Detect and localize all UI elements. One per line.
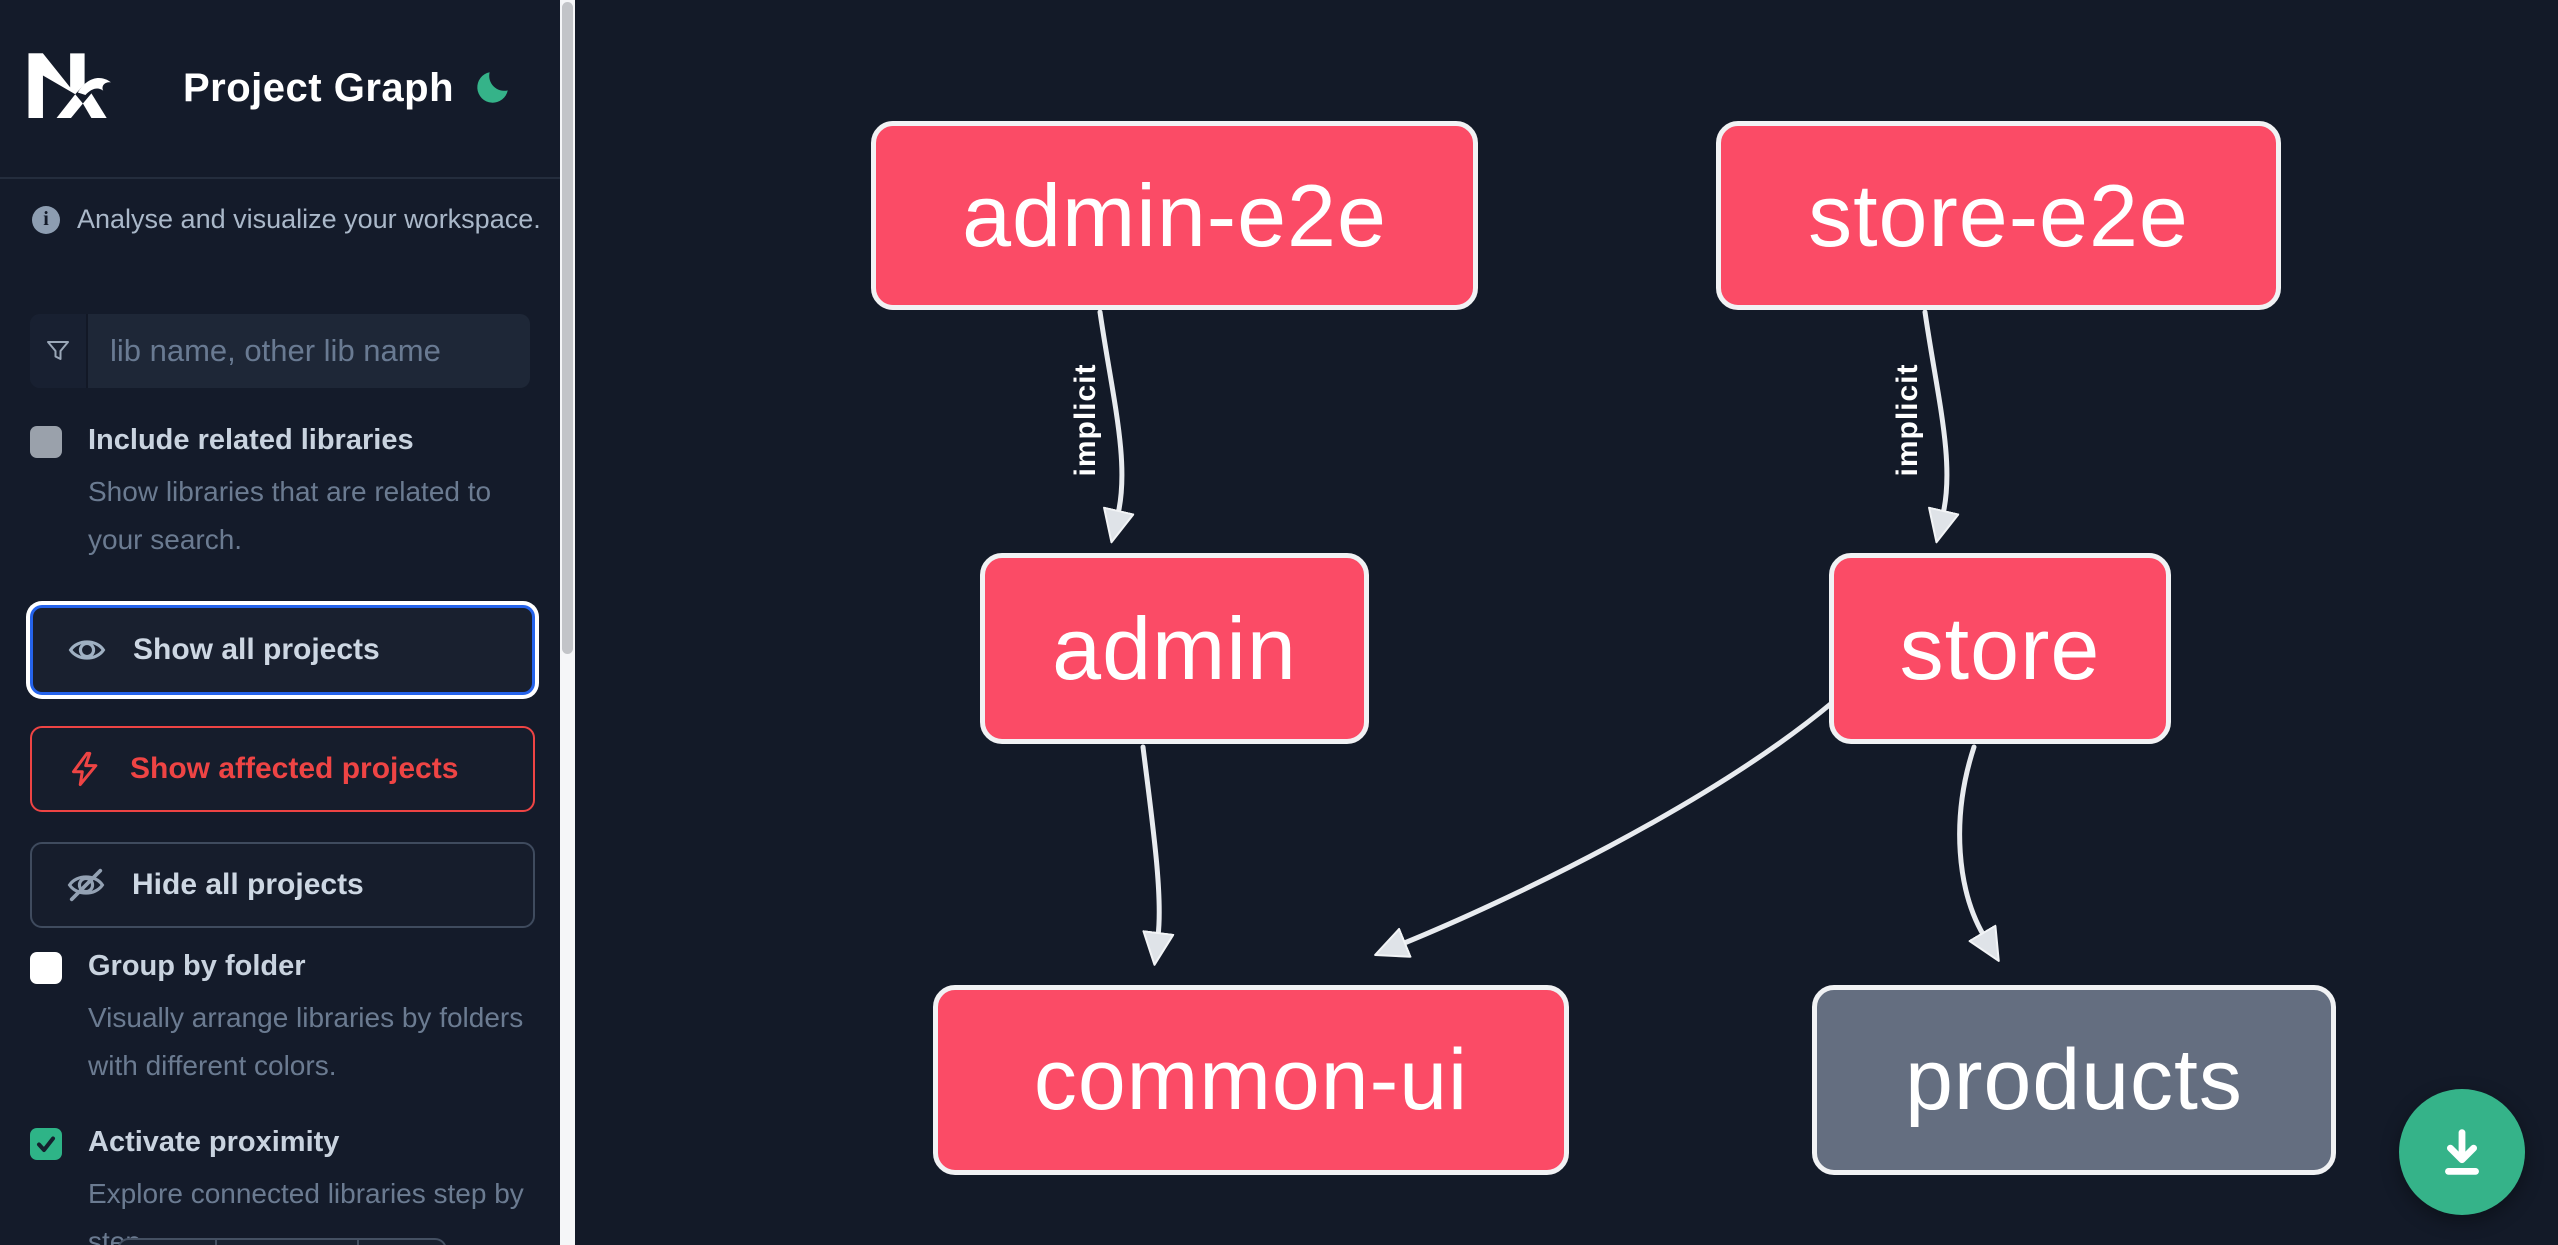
bolt-icon	[71, 751, 98, 787]
sidebar-header: Project Graph	[0, 0, 560, 179]
edge-store-products	[1957, 744, 2000, 962]
include-related-option: Include related libraries Show libraries…	[30, 424, 530, 574]
moon-icon[interactable]	[474, 66, 514, 106]
edge-label-implicit: implicit	[1069, 363, 1102, 477]
button-label: Show all projects	[133, 633, 380, 666]
edge-admin-e2e-admin	[1097, 309, 1135, 544]
workspace-info: i Analyse and visualize your workspace.	[32, 204, 541, 235]
graph-node-admin-e2e[interactable]: admin-e2e	[871, 121, 1478, 310]
checkbox-label: Group by folder	[88, 950, 306, 982]
nx-logo	[28, 53, 111, 118]
graph-node-admin[interactable]: admin	[980, 553, 1369, 744]
search-bar	[30, 314, 530, 388]
proximity-value	[215, 1240, 357, 1245]
activate-proximity-option: Activate proximity Explore connected lib…	[30, 1126, 530, 1245]
graph-node-common-ui[interactable]: common-ui	[933, 985, 1569, 1175]
header-divider	[0, 177, 560, 179]
eye-slash-icon	[67, 868, 105, 902]
scrollbar-thumb[interactable]	[562, 2, 573, 654]
proximity-depth-control	[117, 1238, 447, 1245]
eye-icon	[68, 640, 106, 660]
checkbox-label: Include related libraries	[88, 424, 414, 456]
download-icon	[2445, 1129, 2479, 1175]
edge-admin-common-ui	[1140, 744, 1175, 966]
checkbox-label: Activate proximity	[88, 1126, 340, 1158]
button-label: Hide all projects	[132, 868, 364, 901]
download-image-button[interactable]	[2399, 1089, 2525, 1215]
checkbox-description: Explore connected libraries step by step…	[88, 1178, 524, 1245]
show-all-projects-button[interactable]: Show all projects	[30, 605, 535, 695]
hide-all-projects-button[interactable]: Hide all projects	[30, 842, 535, 928]
graph-node-store-e2e[interactable]: store-e2e	[1716, 121, 2281, 310]
proximity-decrement-button[interactable]	[119, 1240, 215, 1245]
info-icon: i	[32, 205, 60, 234]
button-label: Show affected projects	[130, 752, 459, 785]
show-affected-projects-button[interactable]: Show affected projects	[30, 726, 535, 812]
edge-label-implicit: implicit	[1891, 363, 1924, 477]
activate-proximity-checkbox[interactable]	[30, 1128, 62, 1160]
graph-node-store[interactable]: store	[1829, 553, 2171, 744]
sidebar-scrollbar[interactable]	[560, 0, 575, 1245]
graph-node-products[interactable]: products	[1812, 985, 2336, 1175]
search-input[interactable]	[88, 314, 530, 388]
funnel-icon	[30, 314, 88, 388]
sidebar: Project Graph i Analyse and visualize yo…	[0, 0, 560, 1245]
checkbox-description: Visually arrange libraries by folders wi…	[88, 1002, 524, 1081]
checkbox-description: Show libraries that are related to your …	[88, 476, 492, 555]
include-related-checkbox[interactable]	[30, 426, 62, 458]
group-by-folder-checkbox[interactable]	[30, 952, 62, 984]
group-by-folder-option: Group by folder Visually arrange librari…	[30, 950, 530, 1120]
edge-store-e2e-store	[1922, 309, 1960, 544]
proximity-increment-button[interactable]	[357, 1240, 445, 1245]
check-icon	[37, 1136, 55, 1152]
edge-store-common-ui	[1374, 699, 1836, 958]
info-text: Analyse and visualize your workspace.	[77, 204, 541, 234]
page-title: Project Graph	[183, 66, 455, 110]
